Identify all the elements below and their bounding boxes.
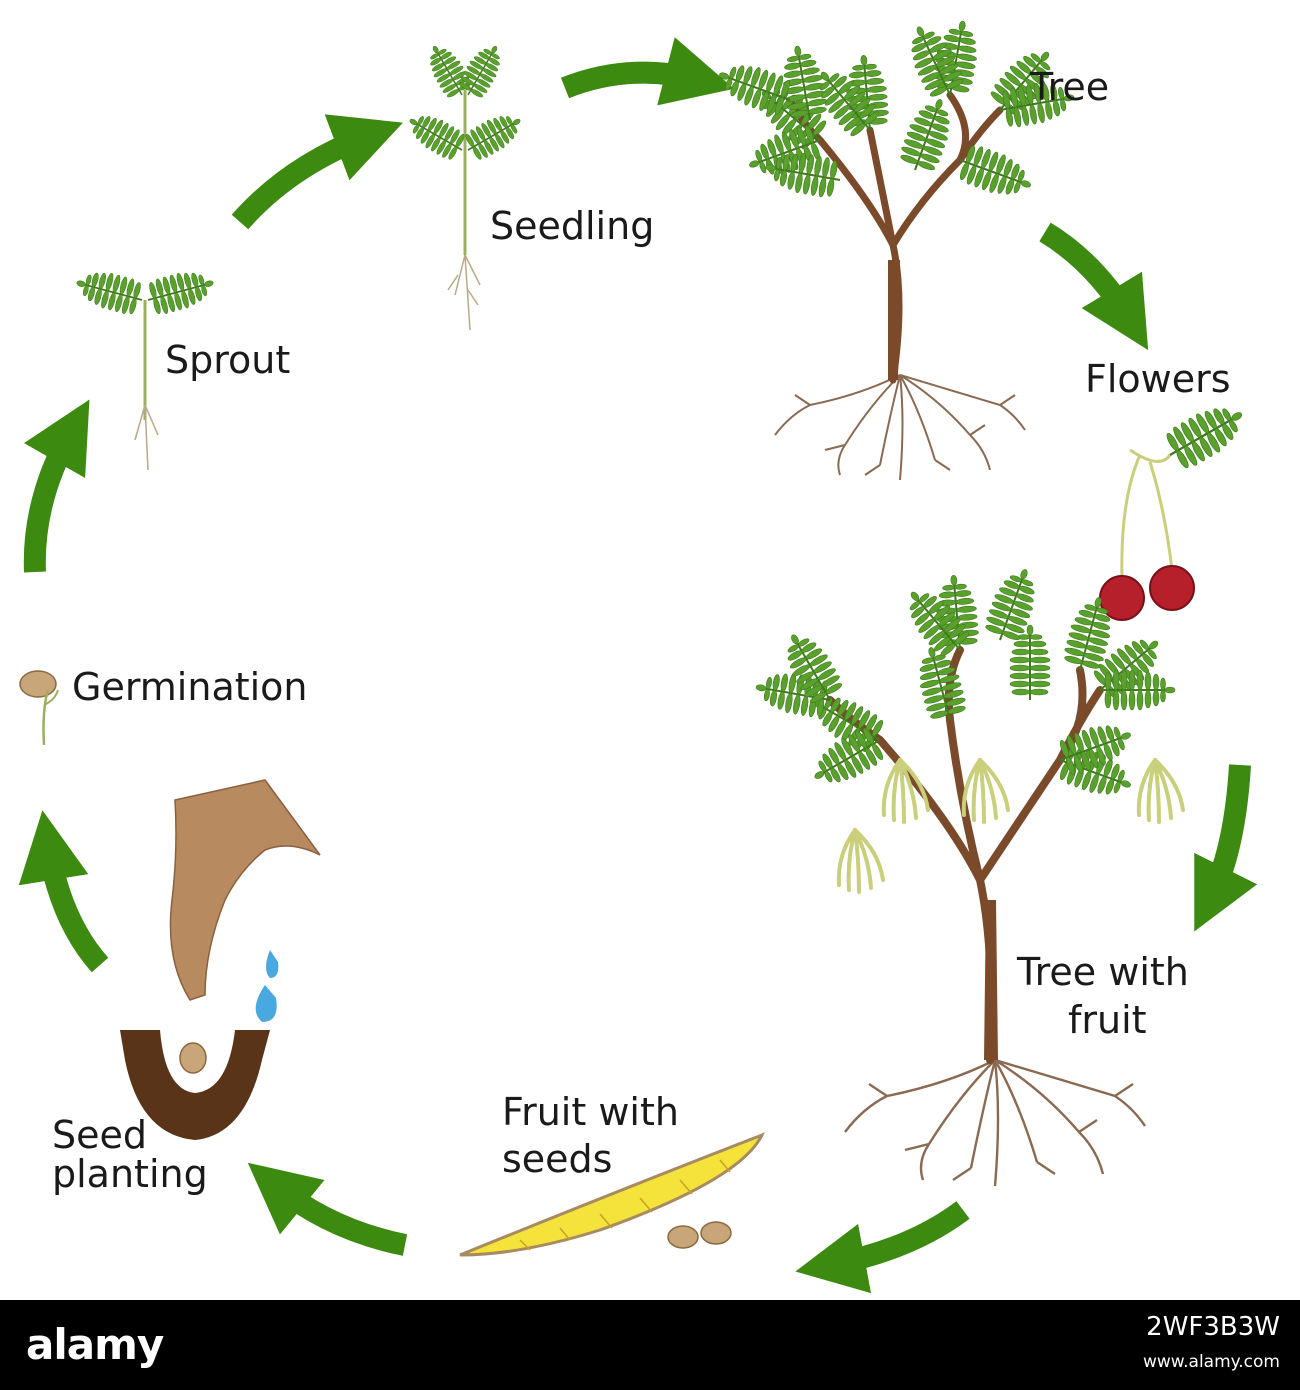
label-tree-with-fruit-line2: fruit — [1068, 998, 1147, 1042]
arrow-pod-to-planting — [247, 1162, 408, 1256]
watermark-logo: alamy — [26, 1320, 164, 1369]
arrow-fruit-tree-to-pod — [795, 1201, 970, 1294]
label-germination: Germination — [72, 665, 308, 709]
label-fruit-with-seeds-line1: Fruit with — [502, 1090, 679, 1134]
planted-seed — [179, 1042, 207, 1074]
arrow-flowers-to-fruit-tree — [1194, 764, 1258, 932]
water-drop — [255, 985, 277, 1022]
watermark-image-id: 2WF3B3W — [1146, 1312, 1280, 1342]
hand — [169, 779, 321, 1001]
seed — [667, 1225, 699, 1249]
germination-illustration — [19, 670, 59, 746]
seedling-illustration — [401, 38, 529, 331]
arrow-germination-to-sprout — [23, 399, 90, 573]
arrow-sprout-to-seedling — [231, 114, 403, 230]
arrow-seedling-to-tree — [560, 37, 735, 106]
arrow-planting-to-germination — [18, 810, 109, 973]
sprout-illustration — [71, 264, 219, 471]
flower-head-right — [1149, 565, 1195, 611]
flowers-illustration — [1099, 393, 1254, 621]
label-seed-planting-line1: Seed — [52, 1113, 147, 1157]
cycle-arrows — [18, 37, 1258, 1294]
life-cycle-diagram — [18, 16, 1258, 1294]
fruit-pod-illustration — [459, 1132, 766, 1257]
seed — [700, 1221, 732, 1245]
label-flowers: Flowers — [1085, 357, 1231, 401]
tree-illustration — [711, 16, 1079, 481]
label-sprout: Sprout — [165, 338, 291, 382]
tree-with-fruit-illustration — [751, 561, 1185, 1188]
label-tree-with-fruit-line1: Tree with — [1017, 950, 1189, 994]
water-drop — [266, 950, 279, 978]
watermark-footer: alamy 2WF3B3W www.alamy.com — [0, 1300, 1300, 1390]
arrow-tree-to-flowers — [1039, 222, 1149, 351]
label-seed-planting-line2: planting — [52, 1152, 208, 1196]
seed-planting-illustration — [120, 779, 321, 1140]
label-seedling: Seedling — [490, 204, 655, 248]
label-fruit-with-seeds-line2: seeds — [502, 1137, 613, 1181]
watermark-url: www.alamy.com — [1142, 1352, 1280, 1372]
label-tree: Tree — [1030, 65, 1110, 109]
